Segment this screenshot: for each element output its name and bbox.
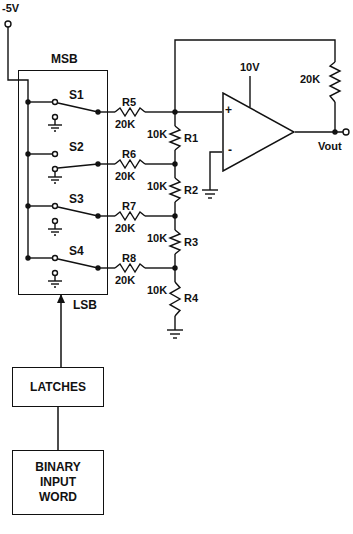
signal-connector xyxy=(57,407,59,450)
resistor-name: R6 xyxy=(122,148,136,161)
signal-connector xyxy=(60,295,62,367)
op-amp: +- xyxy=(222,92,295,172)
resistor-value: 20K xyxy=(115,118,135,131)
resistor-value: 20K xyxy=(115,222,135,235)
resistor-name: R2 xyxy=(184,184,198,197)
bit-label: MSB xyxy=(51,53,78,66)
switch-label: S1 xyxy=(69,89,84,102)
switch-label: S2 xyxy=(69,141,84,154)
supply-label: 10V xyxy=(240,61,260,74)
resistor-value: 10K xyxy=(147,128,167,141)
input-word-box: BINARY INPUT WORD xyxy=(12,450,104,515)
resistor-name: R5 xyxy=(122,96,136,109)
resistor-value: 20K xyxy=(115,170,135,183)
resistor-name: R1 xyxy=(184,132,198,145)
box-label: BINARY INPUT WORD xyxy=(27,460,89,505)
input-sign: - xyxy=(228,144,232,157)
resistor-value: 20K xyxy=(300,73,320,86)
resistor-value: 10K xyxy=(147,232,167,245)
resistor-name: R8 xyxy=(122,252,136,265)
input-sign: + xyxy=(225,104,232,117)
switch-label: S4 xyxy=(69,245,84,258)
resistor-value: 10K xyxy=(147,284,167,297)
resistor-name: R7 xyxy=(122,200,136,213)
resistor-name: R4 xyxy=(184,292,198,305)
supply-label: -5V xyxy=(2,2,19,15)
output-label: Vout xyxy=(318,140,342,153)
latch-box: LATCHES xyxy=(12,367,104,407)
op-amp-symbol xyxy=(222,92,295,172)
bit-label: LSB xyxy=(73,299,97,312)
switch-label: S3 xyxy=(69,193,84,206)
box-label: LATCHES xyxy=(18,380,98,395)
resistor-value: 20K xyxy=(115,274,135,287)
resistor-name: R3 xyxy=(184,236,198,249)
resistor-value: 10K xyxy=(147,180,167,193)
switch-box: MSBS1S2S3S4LSB xyxy=(18,70,108,295)
